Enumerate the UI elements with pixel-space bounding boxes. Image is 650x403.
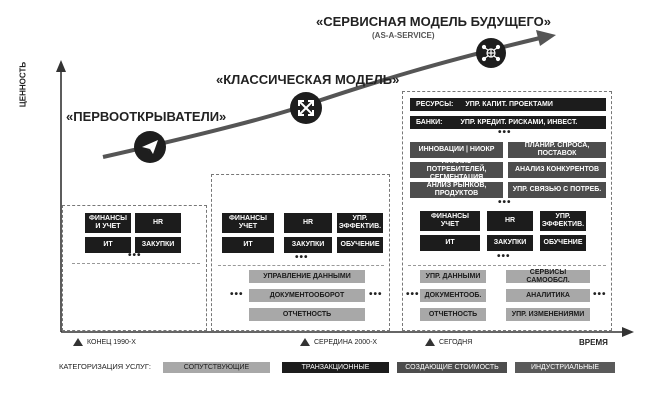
legend-item: ИНДУСТРИАЛЬНЫЕ (515, 362, 615, 373)
arrows-expand-icon (290, 92, 322, 124)
service-finance: ФИНАНСЫ УЧЕТ (222, 213, 274, 233)
resources-row: РЕСУРСЫ: УПР. КАПИТ. ПРОЕКТАМИ (410, 98, 606, 111)
service-finance: ФИНАНСЫ УЧЕТ (420, 211, 480, 231)
x-axis-label: ВРЕМЯ (579, 338, 608, 347)
legend-item: СОПУТСТВУЮЩИЕ (163, 362, 270, 373)
ellipsis: ••• (295, 252, 309, 263)
growth-arrowhead (536, 30, 556, 46)
service-efficiency: УПР. ЭФФЕКТИВ. (540, 211, 586, 231)
service-self-service: СЕРВИСЫ САМООБСЛ. (506, 269, 590, 284)
service-analytics: АНАЛИТИКА (506, 289, 590, 302)
y-axis-arrowhead (56, 60, 66, 72)
service-procurement: ЗАКУПКИ (284, 237, 332, 253)
timeline-marker: СЕГОДНЯ (425, 338, 472, 346)
divider (408, 265, 606, 266)
resources-label: РЕСУРСЫ: (416, 100, 454, 108)
ellipsis: ••• (230, 289, 244, 300)
service-hr: HR (487, 211, 533, 231)
service-efficiency: УПР. ЭФФЕКТИВ. (337, 213, 383, 233)
group-classic-frame (211, 174, 390, 331)
phase-classic-title: «КЛАССИЧЕСКАЯ МОДЕЛЬ» (216, 72, 400, 87)
service-it: ИТ (420, 235, 480, 251)
resources-value: УПР. КАПИТ. ПРОЕКТАМИ (465, 100, 553, 108)
service-document-flow: ДОКУМЕНТООБ. (420, 289, 486, 302)
divider (72, 263, 200, 264)
group-future-frame (402, 91, 612, 331)
service-education: ОБУЧЕНИЕ (337, 237, 383, 253)
legend-item: СОЗДАЮЩИЕ СТОИМОСТЬ (397, 362, 507, 373)
x-axis-arrowhead (622, 327, 634, 337)
service-data-management: УПРАВЛЕНИЕ ДАННЫМИ (249, 270, 365, 283)
banks-label: БАНКИ: (416, 118, 443, 126)
service-data-management: УПР. ДАННЫМИ (420, 270, 486, 283)
ellipsis: ••• (497, 251, 511, 262)
ellipsis: ••• (406, 289, 420, 300)
ellipsis: ••• (369, 289, 383, 300)
timeline-label: СЕРЕДИНА 2000-Х (314, 338, 378, 346)
legend-title: КАТЕГОРИЗАЦИЯ УСЛУГ: (59, 362, 151, 371)
paper-plane-icon (134, 131, 166, 163)
ellipsis: ••• (498, 197, 512, 208)
service-competitor-analysis: АНАЛИЗ КОНКУРЕНТОВ (508, 162, 606, 178)
service-document-flow: ДОКУМЕНТООБОРОТ (249, 289, 365, 302)
triangle-marker-icon (73, 338, 83, 346)
phase-future-subtitle: (AS-A-SERVICE) (372, 31, 435, 40)
service-hr: HR (135, 213, 181, 233)
banks-row: БАНКИ: УПР. КРЕДИТ. РИСКАМИ, ИНВЕСТ. (410, 116, 606, 129)
timeline-marker: КОНЕЦ 1990-Х (73, 338, 136, 346)
service-market-analysis: АНЛИЗ РЫНКОВ, ПРОДУКТОВ (410, 182, 503, 198)
legend-item: ТРАНЗАКЦИОННЫЕ (282, 362, 389, 373)
service-reporting: ОТЧЕТНОСТЬ (420, 308, 486, 321)
y-axis-label: ЦЕННОСТЬ (18, 61, 28, 108)
service-reporting: ОТЧЕТНОСТЬ (249, 308, 365, 321)
service-consumer-relations: УПР. СВЯЗЬЮ С ПОТРЕБ. (508, 182, 606, 198)
service-procurement: ЗАКУПКИ (135, 237, 181, 253)
ellipsis: ••• (593, 289, 607, 300)
ellipsis: ••• (498, 127, 512, 138)
service-change-management: УПР. ИЗМЕНЕНИЯМИ (506, 308, 590, 321)
timeline-label: КОНЕЦ 1990-Х (87, 338, 136, 346)
service-procurement: ЗАКУПКИ (487, 235, 533, 251)
globe-network-icon (476, 38, 506, 68)
group-pioneers-frame (62, 205, 207, 331)
ellipsis: ••• (128, 250, 142, 261)
phase-pioneers-title: «ПЕРВООТКРЫВАТЕЛИ» (66, 109, 227, 124)
service-education: ОБУЧЕНИЕ (540, 235, 586, 251)
service-demand-planning: ПЛАНИР. СПРОСА, ПОСТАВОК (508, 142, 606, 158)
service-it: ИТ (222, 237, 274, 253)
service-it: ИТ (85, 237, 131, 253)
service-hr: HR (284, 213, 332, 233)
service-consumer-analysis: АНАЛИЗ ПОТРЕБИТЕЛЕЙ, СЕГМЕНТАЦИЯ (410, 158, 503, 181)
phase-future-title: «СЕРВИСНАЯ МОДЕЛЬ БУДУЩЕГО» (316, 14, 552, 29)
timeline-label: СЕГОДНЯ (439, 338, 473, 346)
service-innovation: ИННОВАЦИИ | НИОКР (410, 142, 503, 158)
timeline-marker: СЕРЕДИНА 2000-Х (300, 338, 377, 346)
triangle-marker-icon (300, 338, 310, 346)
banks-value: УПР. КРЕДИТ. РИСКАМИ, ИНВЕСТ. (460, 118, 578, 126)
service-finance: ФИНАНСЫ И УЧЕТ (85, 213, 131, 233)
divider (218, 265, 384, 266)
triangle-marker-icon (425, 338, 435, 346)
